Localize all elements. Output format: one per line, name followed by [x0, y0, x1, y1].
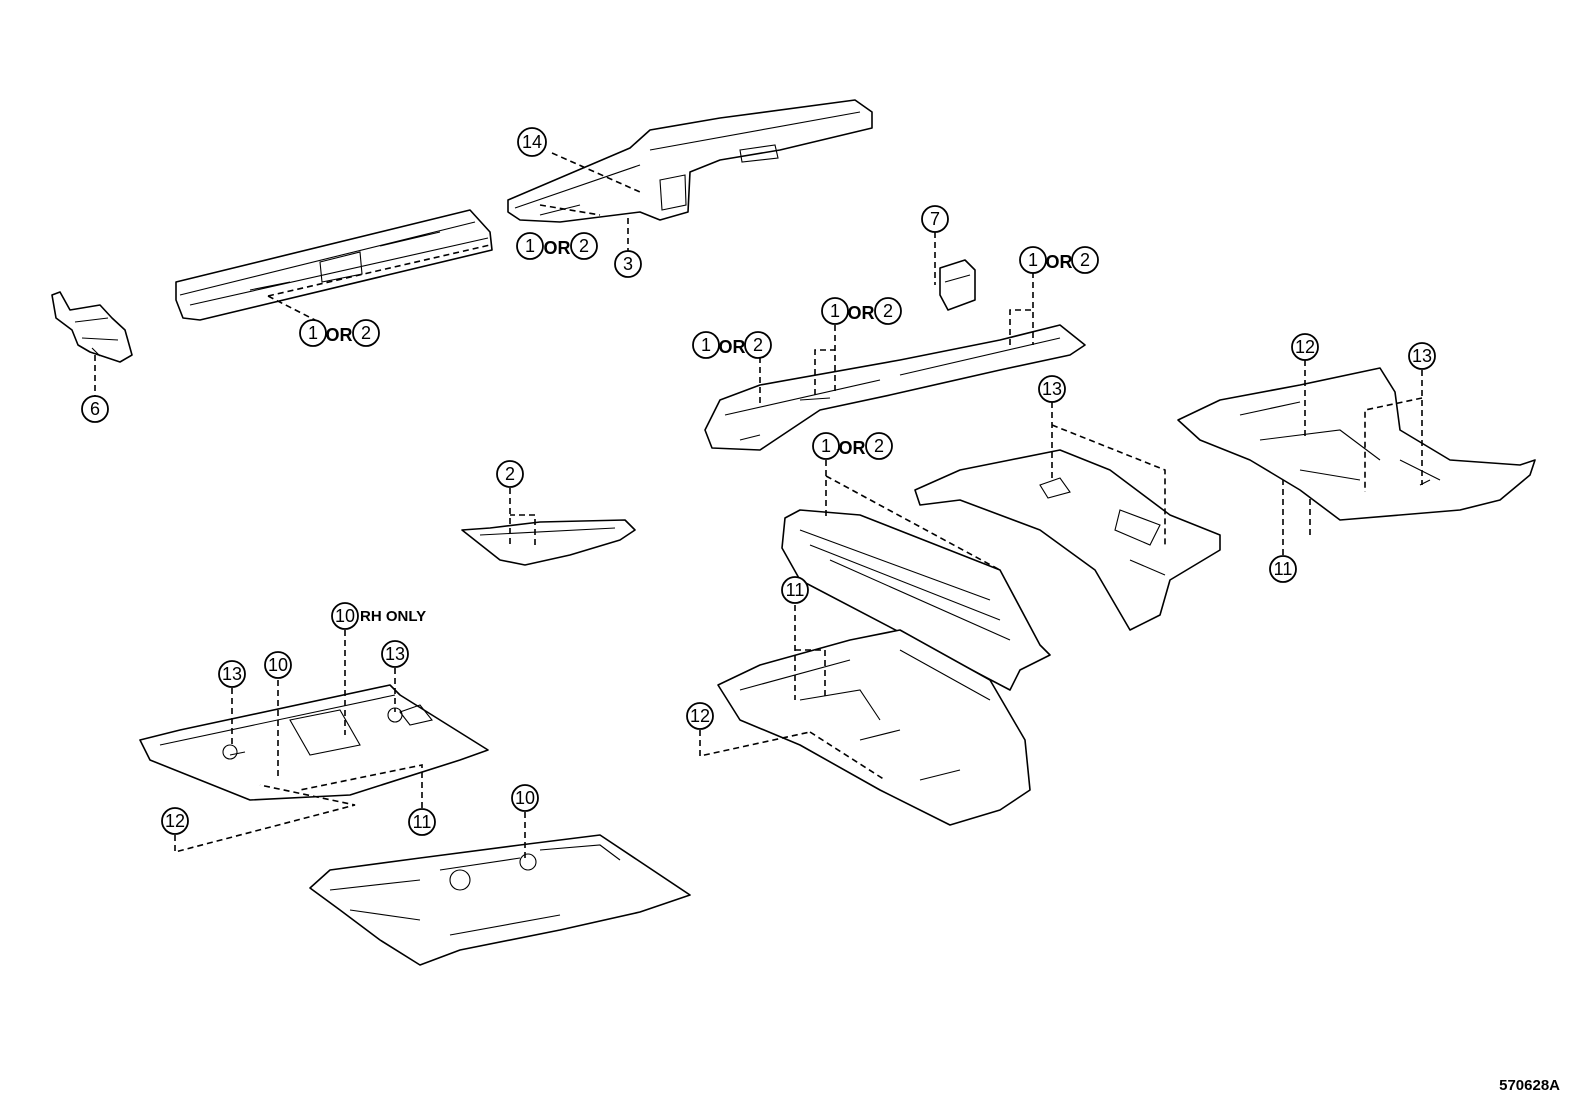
svg-text:10: 10 [335, 606, 355, 626]
callout-1-or-2-front-member: 1 OR 2 [516, 232, 598, 260]
callout-2-reinforcement: 2 [496, 460, 524, 488]
callout-11-front-floor: 11 [408, 808, 436, 836]
callout-12-rear-pan: 12 [1291, 333, 1319, 361]
callout-12-rear-floor: 12 [686, 702, 714, 730]
callout-3: 3 [614, 250, 642, 278]
svg-text:OR: OR [544, 238, 571, 258]
svg-text:11: 11 [1274, 559, 1293, 579]
rh-only-note: RH ONLY [360, 608, 426, 625]
front-floor-center [309, 834, 691, 966]
svg-text:1: 1 [701, 335, 711, 355]
callout-1-or-2-rocker: 1 OR 2 [299, 319, 380, 347]
svg-text:OR: OR [1046, 252, 1073, 272]
front-floor-pan [139, 684, 489, 801]
callout-13-rear-pan: 13 [1408, 342, 1436, 370]
svg-text:13: 13 [1412, 346, 1432, 366]
svg-text:OR: OR [326, 325, 353, 345]
svg-text:13: 13 [1042, 379, 1062, 399]
center-floor-member [704, 324, 1086, 451]
callout-1-or-2-center-mid: 1 OR 2 [821, 297, 902, 325]
front-side-member [507, 99, 873, 223]
callout-1-or-2-top-right: 1 OR 2 [1019, 246, 1099, 274]
svg-text:1: 1 [1028, 250, 1038, 270]
svg-text:1: 1 [308, 323, 318, 343]
callout-1-or-2-center-left: 1 OR 2 [692, 331, 772, 359]
callout-6: 6 [81, 395, 109, 423]
rear-floor-pan [1177, 367, 1536, 521]
svg-text:12: 12 [1295, 337, 1315, 357]
callout-1-or-2-rear-member: 1 OR 2 [812, 432, 893, 460]
callout-7: 7 [921, 205, 949, 233]
svg-text:14: 14 [522, 132, 542, 152]
svg-text:OR: OR [848, 303, 875, 323]
callout-13-front-floor-right: 13 [381, 640, 409, 668]
callout-10-front-floor: 10 [264, 651, 292, 679]
callout-13-cross-member: 13 [1038, 375, 1066, 403]
svg-text:2: 2 [1080, 250, 1090, 270]
svg-text:1: 1 [821, 436, 831, 456]
svg-text:10: 10 [268, 655, 288, 675]
svg-text:12: 12 [165, 811, 185, 831]
callout-11-rear-pan: 11 [1269, 555, 1297, 583]
callout-12-front-floor: 12 [161, 807, 189, 835]
callout-10-rh-only: 10 [331, 602, 359, 630]
svg-text:2: 2 [361, 323, 371, 343]
svg-text:3: 3 [623, 254, 633, 274]
svg-text:1: 1 [525, 236, 535, 256]
callout-14: 14 [517, 127, 547, 157]
svg-text:OR: OR [719, 337, 746, 357]
svg-text:1: 1 [830, 301, 840, 321]
svg-text:6: 6 [90, 399, 100, 419]
callout-10-floor-center: 10 [511, 784, 539, 812]
rear-floor-member [781, 509, 1051, 691]
callout-11-rear-floor: 11 [781, 576, 809, 604]
svg-text:2: 2 [883, 301, 893, 321]
part-2-reinforcement [461, 519, 636, 566]
rocker-sill-left [175, 209, 493, 321]
part-7-piece [939, 259, 976, 311]
svg-text:2: 2 [874, 436, 884, 456]
callout-13-front-floor-left: 13 [218, 660, 246, 688]
svg-text:2: 2 [579, 236, 589, 256]
svg-text:12: 12 [690, 706, 710, 726]
part-6-bracket [51, 291, 133, 363]
svg-text:13: 13 [222, 664, 242, 684]
svg-text:10: 10 [515, 788, 535, 808]
figure-code: 570628A [1499, 1077, 1560, 1094]
svg-text:7: 7 [930, 209, 940, 229]
rear-cross-member [914, 449, 1221, 631]
svg-text:11: 11 [786, 580, 805, 600]
svg-text:2: 2 [505, 464, 515, 484]
svg-text:13: 13 [385, 644, 405, 664]
svg-text:11: 11 [413, 812, 432, 832]
svg-text:2: 2 [753, 335, 763, 355]
svg-text:OR: OR [839, 438, 866, 458]
leader-lines [94, 152, 1423, 860]
